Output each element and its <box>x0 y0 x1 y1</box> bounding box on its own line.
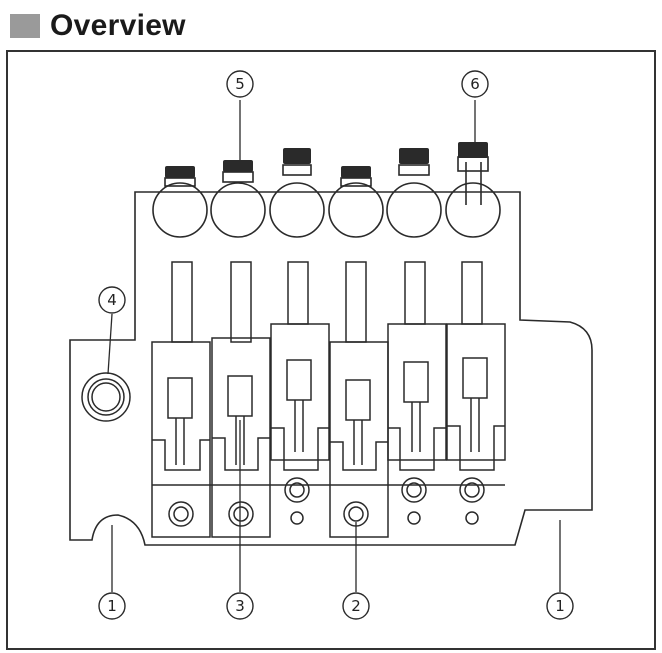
saddle-screws <box>168 477 485 527</box>
callout-2: 2 <box>351 597 361 615</box>
callout-5: 5 <box>235 75 245 93</box>
string-saddle-rails <box>171 261 483 343</box>
callout-1-right: 1 <box>555 597 565 615</box>
diagram-frame <box>6 50 656 650</box>
callout-markers <box>98 70 574 620</box>
saddle-details <box>152 357 505 486</box>
callout-1-left: 1 <box>107 597 117 615</box>
page-title: Overview <box>50 9 186 42</box>
base-plate <box>69 191 593 546</box>
pivot-bushing <box>81 372 131 422</box>
section-header: Overview <box>10 6 186 46</box>
callout-4: 4 <box>107 291 117 309</box>
saddles <box>151 323 506 538</box>
callout-3: 3 <box>235 597 245 615</box>
fine-tuner-wheels <box>152 182 501 238</box>
leader-lines <box>107 100 561 592</box>
callout-6: 6 <box>470 75 480 93</box>
fine-tuner-caps <box>165 142 488 178</box>
square-bullet-icon <box>10 14 40 38</box>
